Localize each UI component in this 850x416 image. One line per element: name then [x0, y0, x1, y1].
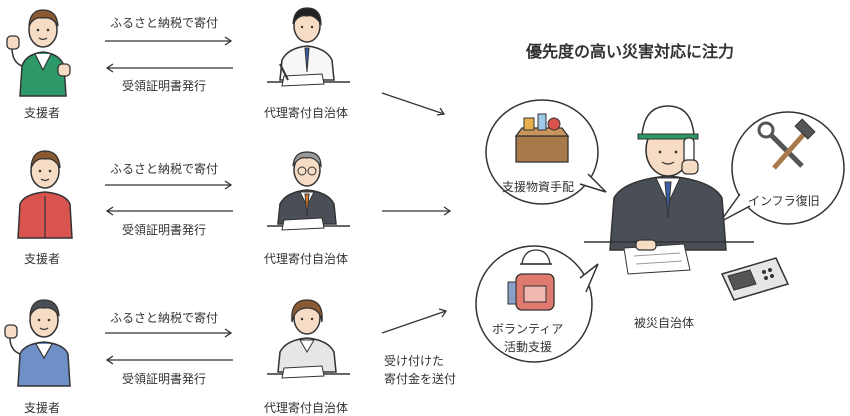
- affected-label: 被災自治体: [633, 316, 695, 330]
- donate-arrow-1: [105, 36, 233, 46]
- donate-label-3: ふるさと納税で寄付: [110, 311, 219, 325]
- proxy-label-3: 代理寄付自治体: [263, 401, 349, 415]
- desk-phone-icon: [720, 257, 790, 301]
- phone-icon: [681, 137, 699, 175]
- proxy-label-2: 代理寄付自治体: [263, 252, 349, 266]
- infra-bubble: [719, 111, 845, 225]
- send-label-line1: 受け付けた: [384, 354, 445, 368]
- volunteer-label-line1: ボランティア: [492, 322, 564, 336]
- affected-official-figure: [584, 105, 754, 275]
- volunteer-label-line2: 活動支援: [504, 340, 553, 354]
- supplies-box-icon: [515, 135, 569, 163]
- supporter-label-3: 支援者: [23, 401, 61, 415]
- receipt-label-1: 受領証明書発行: [122, 79, 207, 93]
- receipt-arrow-1: [105, 63, 233, 73]
- receipt-arrow-2: [105, 206, 233, 216]
- supplies-label: 支援物資手配: [502, 180, 575, 194]
- page-title: 優先度の高い災害対応に注力: [526, 42, 735, 61]
- supporter-label-1: 支援者: [23, 106, 61, 120]
- donate-arrow-2: [105, 180, 233, 190]
- proxy-official-figure-3: [267, 299, 350, 379]
- wrench-icon: [757, 121, 804, 168]
- backpack-icon: [507, 273, 555, 311]
- supporter-figure-2: [17, 150, 73, 239]
- supporter-figure-3: [4, 299, 71, 387]
- donate-arrow-3: [105, 328, 233, 338]
- proxy-label-1: 代理寄付自治体: [263, 106, 349, 120]
- donate-label-1: ふるさと納税で寄付: [110, 16, 219, 30]
- receipt-label-3: 受領証明書発行: [122, 372, 207, 386]
- proxy-official-figure-2: [267, 151, 350, 231]
- send-arrow-2: [382, 206, 452, 216]
- infra-label: インフラ復旧: [748, 194, 820, 208]
- send-arrow-3: [381, 308, 448, 334]
- proxy-official-figure-1: [267, 7, 350, 87]
- hammer-icon: [772, 118, 816, 170]
- send-label-line2: 寄付金を送付: [384, 372, 457, 386]
- supplies-bubble: [485, 99, 607, 205]
- supporter-figure-1: [6, 9, 71, 97]
- receipt-label-2: 受領証明書発行: [122, 223, 207, 237]
- volunteer-bubble: [475, 245, 599, 363]
- send-arrow-1: [381, 92, 446, 116]
- supporter-label-2: 支援者: [23, 252, 61, 266]
- donate-label-2: ふるさと納税で寄付: [110, 162, 219, 176]
- helmet-icon: [520, 249, 552, 265]
- receipt-arrow-3: [105, 355, 233, 365]
